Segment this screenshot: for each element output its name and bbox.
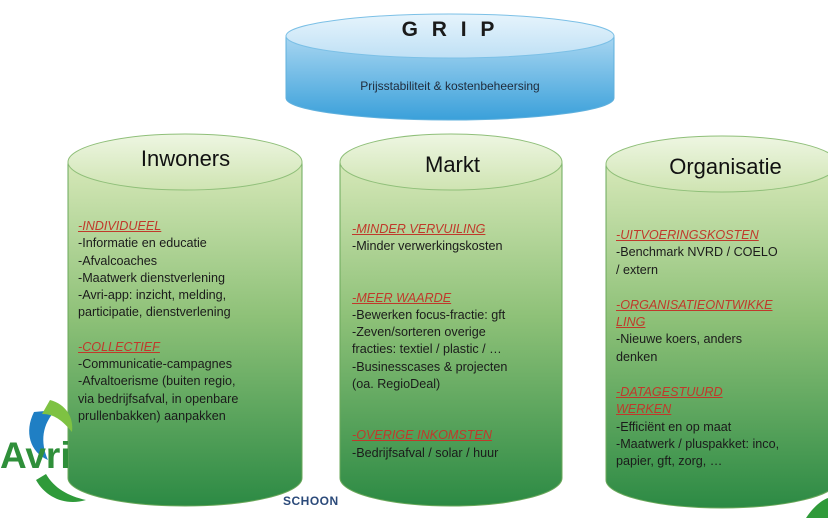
- list-item: -Avri-app: inzicht, melding,: [78, 288, 227, 303]
- section-heading: -DATAGESTUURD: [616, 385, 723, 400]
- section-heading: LING: [616, 315, 646, 330]
- section: -COLLECTIEF -Communicatie-campagnes -Afv…: [78, 339, 238, 425]
- column-title-organisatie: Organisatie: [669, 154, 782, 179]
- cylinder-inwoners: [67, 133, 303, 507]
- list-item: -Zeven/sorteren overige: [352, 325, 486, 340]
- grip-cylinder: [285, 13, 615, 121]
- list-item: denken: [616, 349, 658, 364]
- list-item: -Businesscases & projecten: [352, 359, 508, 374]
- list-item: -Communicatie-campagnes: [78, 357, 232, 372]
- section: -ORGANISATIEONTWIKKE LING -Nieuwe koers,…: [616, 297, 779, 366]
- grip-title: G R I P: [401, 18, 499, 41]
- list-item: via bedrijfsafval, in openbare: [78, 391, 239, 406]
- list-item: -Bewerken focus-fractie: gft: [352, 307, 506, 322]
- list-item: participatie, dienstverlening: [78, 305, 231, 320]
- section-heading: -UITVOERINGSKOSTEN: [616, 228, 759, 242]
- list-item: -Afvaltoerisme (buiten regio,: [78, 374, 236, 389]
- list-item: -Efficiënt en op maat: [616, 419, 732, 434]
- column-title-markt: Markt: [425, 152, 480, 177]
- list-item: fracties: textiel / plastic / …: [352, 342, 502, 357]
- cylinder-markt: [339, 133, 563, 507]
- list-item: -Bedrijfsafval / solar / huur: [352, 445, 499, 460]
- section-heading: -ORGANISATIEONTWIKKE: [616, 297, 773, 312]
- list-item: -Maatwerk dienstverlening: [78, 270, 225, 285]
- list-item: -Afvalcoaches: [78, 253, 158, 268]
- column-body-organisatie: -UITVOERINGSKOSTEN -Benchmark NVRD / COE…: [616, 227, 779, 471]
- column-title-inwoners: Inwoners: [140, 146, 231, 171]
- list-item: (oa. RegioDeal): [352, 377, 441, 392]
- list-item: papier, gft, zorg, …: [616, 454, 723, 469]
- section-heading: -MINDER VERVUILING: [352, 222, 486, 236]
- section: -DATAGESTUURD WERKEN -Efficiënt en op ma…: [616, 384, 779, 470]
- section: -UITVOERINGSKOSTEN -Benchmark NVRD / COE…: [616, 227, 779, 279]
- list-item: / extern: [616, 262, 658, 277]
- list-item: -Maatwerk / pluspakket: inco,: [616, 436, 780, 451]
- section-heading: -INDIVIDUEEL: [78, 219, 162, 233]
- section-heading: -COLLECTIEF: [78, 339, 160, 354]
- logo-tagline: SCHOON: [283, 494, 339, 508]
- list-item: -Informatie en educatie: [78, 236, 207, 251]
- list-item: -Benchmark NVRD / COELO: [616, 245, 778, 260]
- section-heading: -MEER WAARDE: [352, 290, 452, 305]
- column-body-inwoners: -INDIVIDUEEL -Informatie en educatie -Af…: [78, 218, 238, 425]
- section: -INDIVIDUEEL -Informatie en educatie -Af…: [78, 218, 238, 322]
- section-heading: WERKEN: [616, 402, 672, 417]
- section: -MEER WAARDE -Bewerken focus-fractie: gf…: [352, 290, 507, 394]
- column-body-markt: -MINDER VERVUILING -Minder verwerkingsko…: [352, 221, 507, 462]
- list-item: prullenbakken) aanpakken: [78, 408, 226, 423]
- section: -OVERIGE INKOMSTEN -Bedrijfsafval / sola…: [352, 427, 507, 462]
- cylinder-organisatie: [605, 135, 828, 509]
- list-item: -Nieuwe koers, anders: [616, 332, 742, 347]
- corner-leaf: [806, 498, 828, 518]
- logo-mark: [29, 400, 86, 502]
- grip-subtitle: Prijsstabiliteit & kostenbeheersing: [360, 79, 540, 93]
- section-heading: -OVERIGE INKOMSTEN: [352, 428, 492, 443]
- logo-text: Avri: [0, 435, 71, 476]
- list-item: -Minder verwerkingskosten: [352, 239, 503, 254]
- section: -MINDER VERVUILING -Minder verwerkingsko…: [352, 221, 507, 256]
